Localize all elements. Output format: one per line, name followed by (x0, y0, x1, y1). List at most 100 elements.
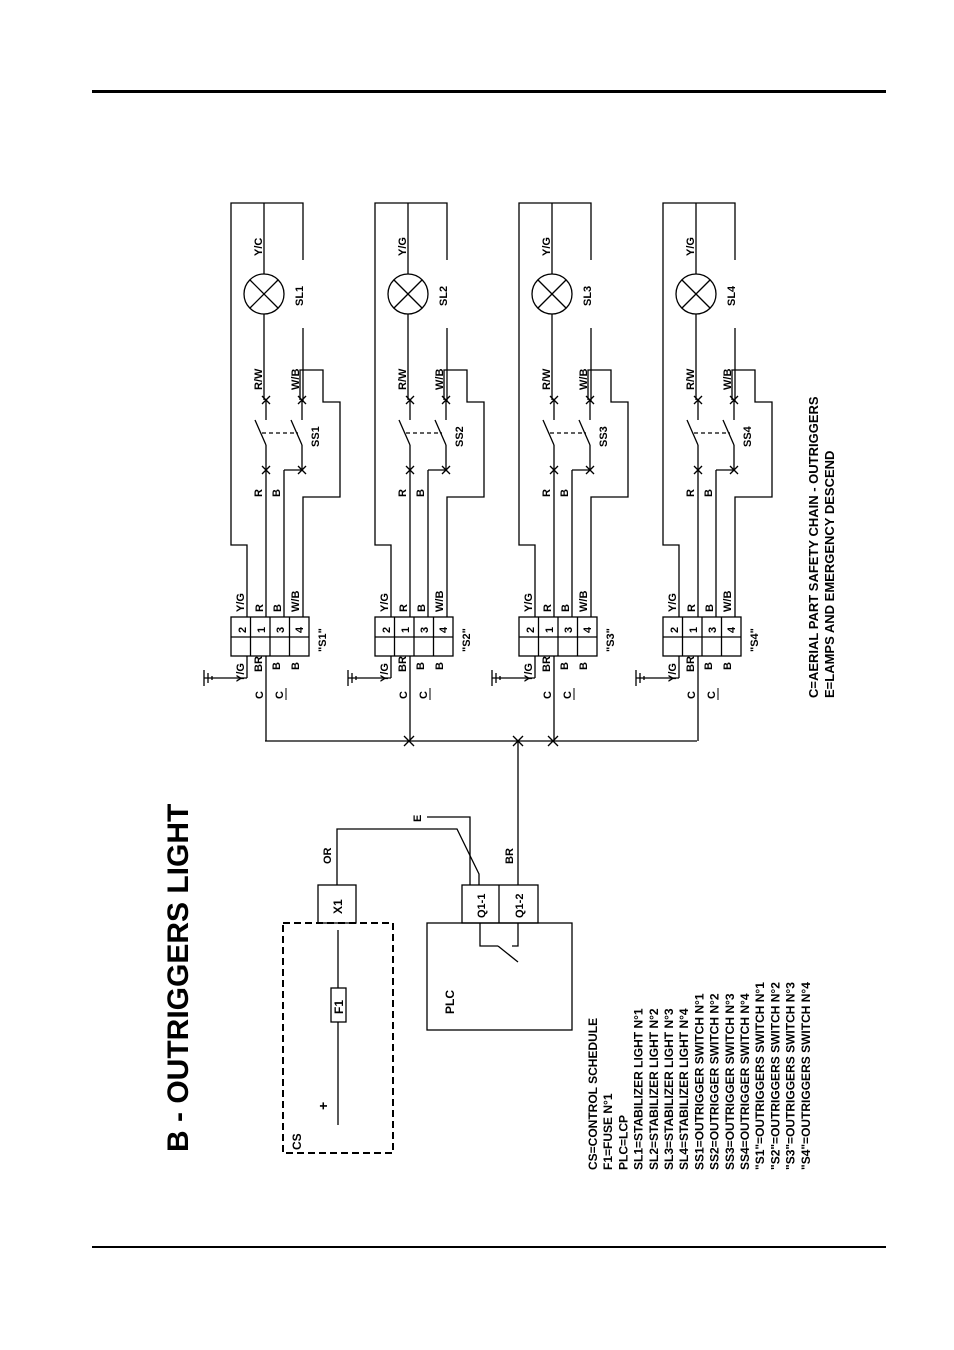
wire-label: B (415, 489, 427, 497)
wire-label: R/W (253, 368, 265, 390)
bottom-rule (92, 1246, 886, 1248)
c-label: C (398, 691, 410, 699)
legend-item: CS=CONTROL SCHEDULE (586, 1018, 600, 1170)
pin-label: 4 (294, 626, 306, 633)
c-label: C (418, 691, 430, 699)
pin-label: 1 (544, 627, 556, 633)
wire-label: W/B (722, 591, 734, 612)
wire-label: B (272, 604, 284, 612)
pin-label: 1 (688, 627, 700, 633)
legend-item: SS3=OUTRIGGER SWITCH N°3 (723, 993, 737, 1170)
wire-label: B (271, 489, 283, 497)
wire-label: BR (685, 656, 697, 672)
cs-label: CS (290, 1133, 304, 1150)
switch-label: SS4 (742, 425, 754, 447)
wire-label: BR (253, 656, 265, 672)
wire-label: W/B (290, 369, 302, 390)
wire-label: W/B (290, 591, 302, 612)
page-title: B - OUTRIGGERS LIGHT (162, 804, 195, 1152)
wire-label: Y/C (253, 238, 265, 256)
wire-br-label: BR (504, 848, 516, 864)
q1-2-label: Q1-2 (514, 894, 526, 918)
top-rule (92, 90, 886, 93)
wire-label: Y/G (397, 237, 409, 256)
wire-label: Y/G (523, 593, 535, 612)
connector-label: "S1" (317, 628, 329, 652)
wire-label: R (397, 489, 409, 497)
wire-label: R/W (541, 368, 553, 390)
lamp-label: SL4 (726, 285, 738, 306)
wire-label: B (703, 662, 715, 670)
connector-label: "S3" (605, 628, 617, 652)
wire-label: B (290, 662, 302, 670)
wire-label: R (685, 489, 697, 497)
wire-label: B (416, 604, 428, 612)
c-label: C (562, 691, 574, 699)
plc-label: PLC (443, 990, 457, 1014)
wire-label: B (704, 604, 716, 612)
note-c: C=AERIAL PART SAFETY CHAIN - OUTRIGGERS (806, 396, 821, 698)
wire-label: W/B (434, 369, 446, 390)
plus-label: + (315, 1102, 331, 1110)
fuse-label: F1 (332, 1000, 346, 1014)
legend-item: "S3"=OUTRIGGERS SWITCH N°3 (784, 982, 798, 1170)
connector-label: "S2" (461, 628, 473, 652)
wire-label: B (559, 489, 571, 497)
note-e: E=LAMPS AND EMERGENCY DESCEND (822, 451, 837, 698)
wire-label: R (686, 604, 698, 612)
wire-label: R (253, 489, 265, 497)
bus-junctions (403, 735, 559, 747)
legend-item: SL2=STABILIZER LIGHT N°2 (647, 1008, 661, 1170)
wire-label: Y/G (523, 663, 535, 682)
wire-label: BR (541, 656, 553, 672)
wire-e-label: E (412, 815, 424, 822)
wire-label: R/W (685, 368, 697, 390)
pin-label: 1 (400, 627, 412, 633)
pin-label: 2 (669, 627, 681, 633)
c-label: C (274, 691, 286, 699)
connector-label: "S4" (749, 628, 761, 652)
x1-label: X1 (331, 899, 345, 914)
wire-label: W/B (434, 591, 446, 612)
wire-label: R (254, 604, 266, 612)
wire-label: Y/G (235, 663, 247, 682)
wire-label: B (271, 662, 283, 670)
wire-label: R (398, 604, 410, 612)
wire-label: Y/G (667, 663, 679, 682)
q1-1-label: Q1-1 (476, 894, 488, 918)
switch-label: SS2 (454, 426, 466, 447)
wire-label: Y/G (235, 593, 247, 612)
wire-label: B (578, 662, 590, 670)
wire-label: Y/G (379, 663, 391, 682)
lamp-label: SL1 (294, 286, 306, 306)
pin-label: 3 (563, 627, 575, 633)
wire-label: B (415, 662, 427, 670)
wire-label: W/B (578, 591, 590, 612)
wire-label: B (722, 662, 734, 670)
legend-item: "S1"=OUTRIGGERS SWITCH N°1 (753, 982, 767, 1170)
wire-or-label: OR (322, 847, 334, 864)
switch-label: SS1 (310, 426, 322, 447)
wire-label: W/B (722, 369, 734, 390)
wire-label: R (542, 604, 554, 612)
lamp-label: SL3 (582, 286, 594, 306)
legend-item: SS2=OUTRIGGER SWITCH N°2 (708, 993, 722, 1170)
pin-label: 2 (237, 627, 249, 633)
pin-label: 3 (707, 627, 719, 633)
wire-label: W/B (578, 369, 590, 390)
pin-label: 2 (525, 627, 537, 633)
pin-label: 1 (256, 627, 268, 633)
legend-item: SL4=STABILIZER LIGHT N°4 (677, 1008, 691, 1170)
legend-item: "S4"=OUTRIGGERS SWITCH N°4 (799, 982, 813, 1170)
wire-label: Y/G (379, 593, 391, 612)
pin-label: 4 (726, 626, 738, 633)
pin-label: 3 (419, 627, 431, 633)
legend-item: SL3=STABILIZER LIGHT N°3 (662, 1008, 676, 1170)
